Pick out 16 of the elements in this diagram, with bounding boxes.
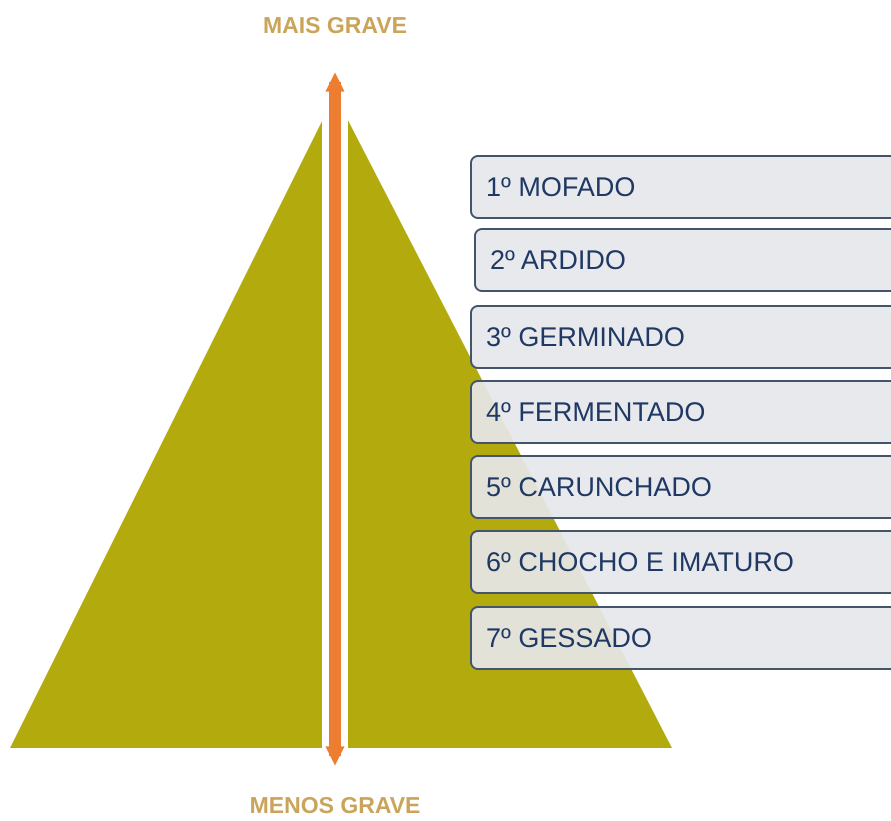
rank-box: [470, 380, 891, 444]
rank-box: [470, 455, 891, 519]
scale-label: MAIS GRAVE: [263, 12, 407, 39]
rank-label: 2º ARDIDO: [489, 244, 626, 276]
rank-label: 1º MOFADO: [485, 172, 636, 202]
rank-box: [470, 305, 891, 369]
rank-label: 6º CHOCHO E IMATURO: [485, 546, 794, 578]
rank-label: 7º GESSADO: [485, 622, 652, 654]
rank-label: 3º GERMINADO: [485, 322, 685, 352]
rank-box: [470, 530, 891, 594]
rank-label: 5º CARUNCHADO: [485, 472, 712, 502]
rank-box: [474, 228, 891, 292]
rank-box: [470, 606, 891, 670]
rank-label: 4º FERMENTADO: [485, 396, 706, 428]
rank-box: [470, 155, 891, 219]
scale-label: MENOS GRAVE: [250, 792, 420, 819]
